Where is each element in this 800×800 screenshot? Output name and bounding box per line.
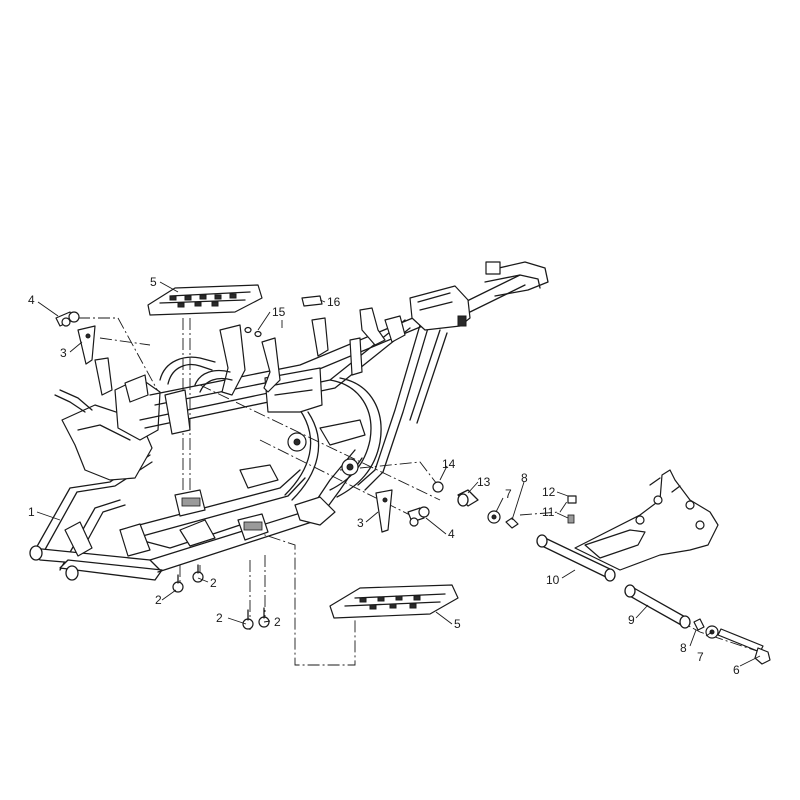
nut-8-front (505, 517, 519, 529)
washer-14 (432, 481, 444, 493)
callout-2-b: 2 (210, 576, 217, 590)
callout-13: 13 (477, 475, 491, 489)
cap-12 (567, 495, 577, 504)
callout-6: 6 (733, 663, 740, 677)
callout-15: 15 (272, 305, 286, 319)
rubber-grommet (244, 326, 252, 334)
callout-3-a: 3 (60, 346, 67, 360)
callout-8-a: 8 (680, 641, 687, 655)
callout-14: 14 (442, 457, 456, 471)
nut-8-rear (693, 618, 705, 631)
callout-8-b: 8 (521, 471, 528, 485)
callout-labels: 1 2 2 2 2 3 3 4 4 5 5 6 7 7 8 8 9 10 11 … (28, 275, 740, 677)
callout-1: 1 (28, 505, 35, 519)
callout-5-a: 5 (150, 275, 157, 289)
callout-9: 9 (628, 613, 635, 627)
swingarm (536, 469, 719, 582)
callout-10: 10 (546, 573, 560, 587)
side-bracket-right (375, 489, 393, 533)
callout-16: 16 (327, 295, 341, 309)
callout-7-b: 7 (505, 487, 512, 501)
pivot-bolt (717, 628, 771, 665)
footrest-plate-lower (329, 584, 459, 619)
callout-11: 11 (542, 505, 555, 519)
callout-2-c: 2 (216, 611, 223, 625)
rear-mount-tab (294, 496, 336, 526)
main-frame (29, 261, 549, 581)
callout-5-b: 5 (454, 617, 461, 631)
leader-lines (36, 281, 761, 667)
rubber-pad (301, 295, 323, 307)
bolt-upper-left (55, 311, 80, 327)
callout-4-b: 4 (448, 527, 455, 541)
pivot-sleeve (624, 584, 691, 629)
callout-7-a: 7 (697, 650, 704, 664)
bolt-right (407, 506, 430, 527)
callout-4-a: 4 (28, 293, 35, 307)
footrest-plate-upper (147, 284, 263, 316)
callout-2-a: 2 (155, 593, 162, 607)
callout-12: 12 (542, 485, 556, 499)
callout-2-d: 2 (274, 615, 281, 629)
callout-3-b: 3 (357, 516, 364, 530)
nut-11 (567, 514, 575, 524)
side-bracket-left (77, 325, 96, 365)
